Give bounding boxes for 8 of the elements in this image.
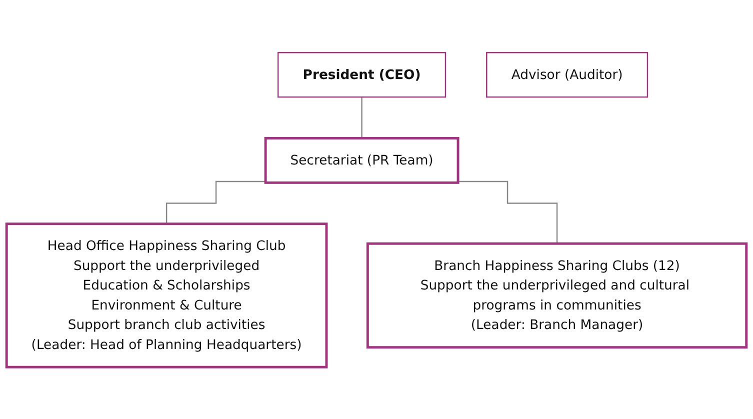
connector: [458, 180, 558, 244]
node-box: Branch Happiness Sharing Clubs (12) Support the underprivileged and cultural programs in communities (Leader: Branch Manager): [366, 242, 748, 348]
node-box: Head Office Happiness Sharing Club Support the underprivileged Education & Scholarships Environment & Culture Support branch club activities (Leader: Head of Planning Headquarters): [5, 222, 328, 368]
connector: [166, 180, 266, 224]
connector: [361, 96, 362, 138]
node-box: Advisor (Auditor): [486, 52, 648, 98]
node-box: Secretariat (PR Team): [264, 136, 460, 184]
node-box: President (CEO): [277, 52, 446, 98]
